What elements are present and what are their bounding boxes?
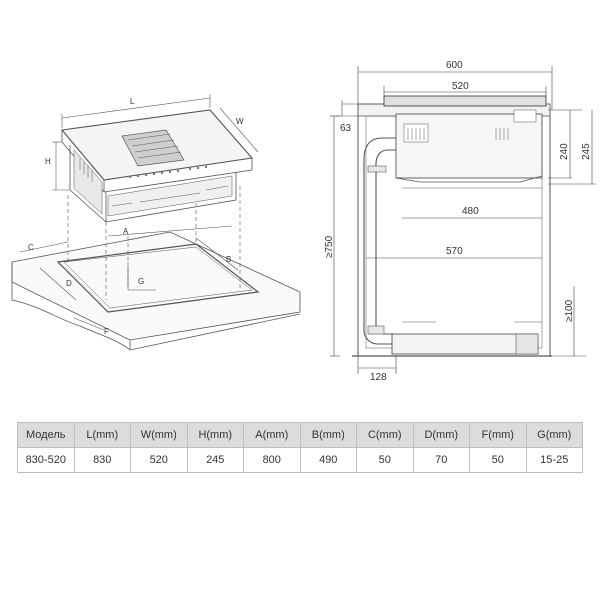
header-cell: A(mm) xyxy=(243,422,301,448)
label-F: F xyxy=(104,327,109,336)
duct-pipe xyxy=(363,137,396,345)
table-cell: 70 xyxy=(412,447,470,473)
dim-570: 570 xyxy=(446,246,463,257)
header-cell: Модель xyxy=(17,422,75,448)
table-cell: 50 xyxy=(356,447,414,473)
isometric-view xyxy=(11,94,301,351)
table-cell: 800 xyxy=(243,447,301,473)
cooktop-section xyxy=(383,95,547,183)
table-cell: 490 xyxy=(299,447,357,473)
cooktop-dimensions xyxy=(52,94,259,191)
label-H: H xyxy=(45,157,51,166)
table-cell: 520 xyxy=(130,447,188,473)
dim-600: 600 xyxy=(446,60,463,71)
spec-table-header-row: Модель L(mm) W(mm) H(mm) A(mm) B(mm) C(m… xyxy=(17,422,583,448)
dim-520: 520 xyxy=(452,81,469,92)
header-cell: B(mm) xyxy=(299,422,357,448)
dim-100: ≥100 xyxy=(564,299,575,322)
label-C: C xyxy=(28,243,34,252)
label-B: B xyxy=(226,255,231,264)
header-cell: L(mm) xyxy=(73,422,131,448)
countertop-dimensions xyxy=(19,225,239,331)
dim-750: ≥750 xyxy=(324,235,335,258)
label-A: A xyxy=(123,227,129,236)
side-dimension-lines xyxy=(330,66,596,374)
side-section-view xyxy=(352,95,552,357)
cooktop-unit xyxy=(60,109,254,223)
header-cell: F(mm) xyxy=(469,422,527,448)
label-D: D xyxy=(66,279,72,288)
header-cell: C(mm) xyxy=(356,422,414,448)
table-cell: 245 xyxy=(186,447,244,473)
label-W: W xyxy=(236,117,244,126)
dim-480: 480 xyxy=(462,206,479,217)
touch-controls xyxy=(128,165,208,179)
outlet-box xyxy=(391,333,539,355)
dim-128: 128 xyxy=(370,372,387,383)
dim-245: 245 xyxy=(581,143,592,160)
spec-table: Модель L(mm) W(mm) H(mm) A(mm) B(mm) C(m… xyxy=(17,422,583,473)
shelf-lines xyxy=(402,187,542,323)
header-cell: G(mm) xyxy=(525,422,583,448)
label-L: L xyxy=(130,97,135,106)
vent-grille xyxy=(121,129,185,167)
header-cell: H(mm) xyxy=(186,422,244,448)
table-cell: 50 xyxy=(469,447,527,473)
dim-63: 63 xyxy=(340,123,352,134)
table-cell: 15-25 xyxy=(525,447,583,473)
label-G: G xyxy=(138,277,144,286)
countertop xyxy=(11,231,301,351)
header-cell: W(mm) xyxy=(130,422,188,448)
table-cell: 830 xyxy=(73,447,131,473)
dim-240: 240 xyxy=(559,143,570,160)
table-cell: 830-520 xyxy=(17,447,75,473)
installation-drawing: L W H A B C D F G xyxy=(11,60,596,383)
header-cell: D(mm) xyxy=(412,422,470,448)
countertop-cutout xyxy=(56,243,260,313)
spec-table-row: 830-520 830 520 245 800 490 50 70 50 15-… xyxy=(17,447,583,473)
